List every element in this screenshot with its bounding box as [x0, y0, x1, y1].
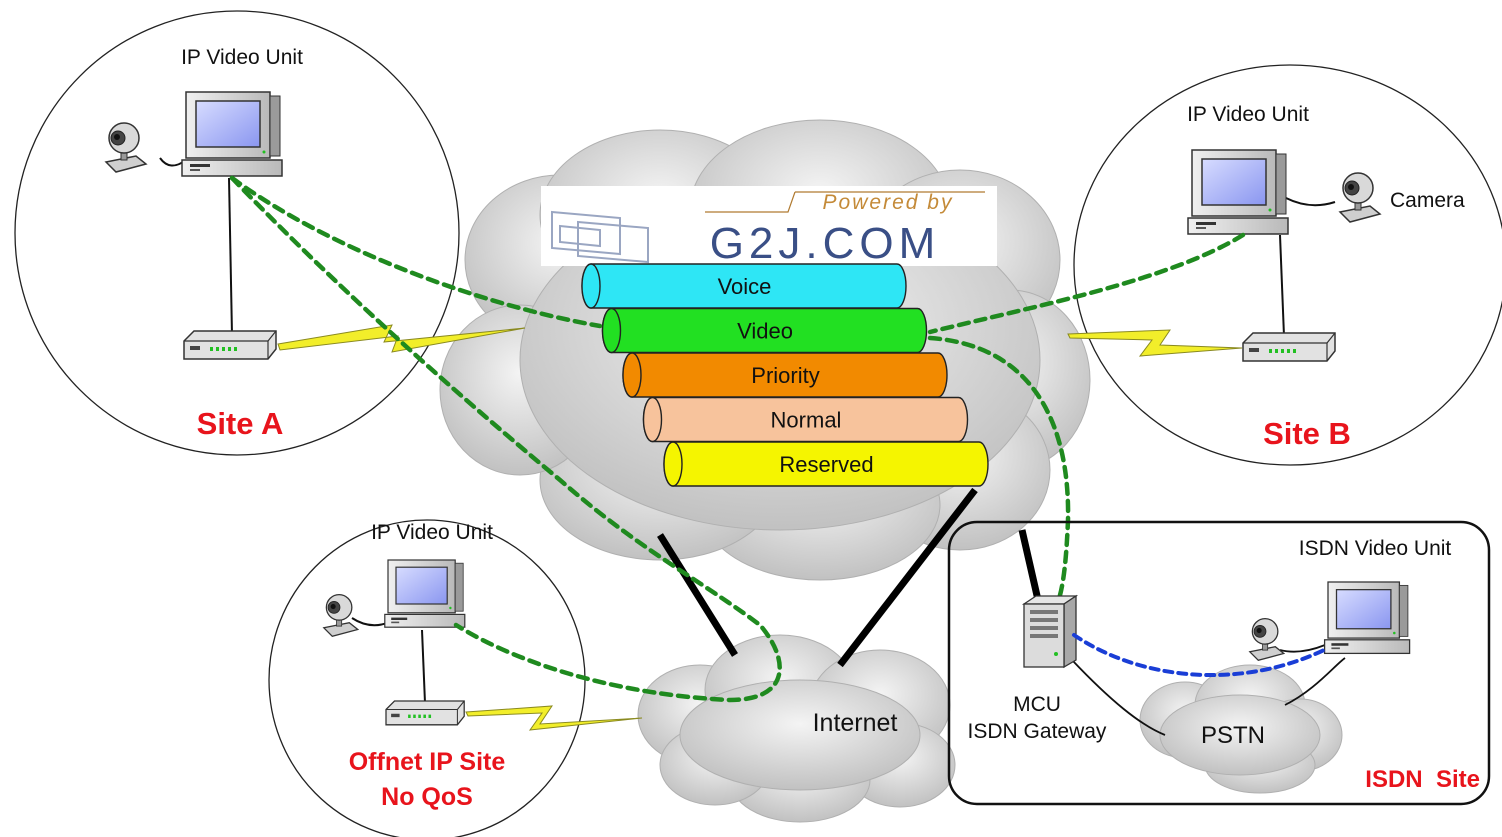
site-a-label: Site A — [197, 406, 284, 441]
cloud-internet-link-right — [837, 487, 978, 668]
qos-pipe-cap — [642, 396, 663, 443]
site-a-webcam-icon — [105, 122, 147, 173]
powered-by-text: Powered by — [823, 191, 954, 214]
isdn-site-boundary — [947, 520, 1491, 806]
cloud-mcu-link — [1018, 529, 1042, 601]
site-a-to-cloud-path — [229, 175, 603, 329]
site-b: IP Video Unit Camera Site B — [1073, 64, 1502, 466]
pstn-label: PSTN — [1201, 722, 1265, 749]
offnet-unit-label: IP Video Unit — [371, 521, 493, 544]
isdn-camera-cable — [1279, 644, 1326, 653]
isdn-computer-icon — [1323, 581, 1411, 655]
offnet-lan-link — [421, 629, 426, 704]
offnet-computer-icon — [384, 559, 466, 628]
site-a-to-offnet-path — [229, 175, 782, 703]
qos-pipe-video: Video — [601, 307, 928, 354]
qos-pipe-label: Priority — [751, 363, 819, 388]
qos-pipe-label: Voice — [718, 274, 772, 299]
isdn-site-label: ISDN Site — [1365, 766, 1480, 793]
site-a-lan-link — [228, 177, 233, 336]
qos-pipe-normal: Normal — [642, 396, 969, 443]
site-b-boundary — [1073, 64, 1502, 466]
site-a: IP Video Unit Site A — [14, 10, 460, 456]
qos-pipe-cap — [601, 307, 622, 354]
offnet-site-label: Offnet IP Site — [349, 748, 506, 776]
site-b-lightning — [1067, 329, 1243, 357]
wireless-links — [277, 324, 1243, 731]
qos-pipe-label: Normal — [771, 408, 842, 433]
isdn-call-path — [1072, 633, 1326, 678]
site-b-computer-icon — [1187, 149, 1289, 235]
qos-pipe-label: Reserved — [779, 452, 873, 477]
qos-pipe-cap — [622, 352, 642, 398]
isdn-site: ISDN Video Unit MCU ISDN Gateway — [947, 520, 1491, 806]
qos-pipe-cap — [663, 441, 683, 487]
site-b-webcam-icon — [1339, 172, 1381, 223]
site-a-modem-icon — [183, 330, 277, 360]
isdn-gateway-label: ISDN Gateway — [968, 720, 1107, 743]
site-b-modem-icon — [1242, 332, 1336, 362]
cloud-internet-link-left — [657, 533, 738, 657]
site-a-computer-icon — [181, 91, 283, 177]
offnet-webcam-icon — [323, 594, 359, 637]
internet-label: Internet — [813, 709, 898, 737]
site-b-camera-cable — [1285, 197, 1336, 207]
offnet-modem-icon — [385, 700, 465, 726]
internet-cloud — [637, 634, 956, 823]
site-a-unit-label: IP Video Unit — [181, 46, 303, 69]
site-a-boundary — [14, 10, 460, 456]
site-a-lightning — [277, 324, 526, 353]
mcu-server-icon — [1021, 594, 1079, 669]
offnet-qos-label: No QoS — [381, 783, 473, 811]
qos-pipe-priority: Priority — [622, 352, 948, 398]
site-b-label: Site B — [1263, 416, 1351, 451]
offnet-lightning — [465, 705, 643, 731]
qos-pipe-reserved: Reserved — [663, 441, 989, 487]
isdn-unit-label: ISDN Video Unit — [1299, 537, 1452, 560]
mcu-label: MCU — [1013, 693, 1061, 716]
site-b-camera-label: Camera — [1390, 189, 1465, 212]
qos-pipe-voice: Voice — [581, 263, 907, 309]
g2j-logo-icon — [551, 210, 649, 264]
pstn-to-isdn-unit-link — [1284, 657, 1346, 706]
qos-pipe-cap — [581, 263, 601, 309]
g2j-brand-text: G2J.COM — [710, 219, 941, 268]
cloud-to-mcu-path — [927, 335, 1071, 605]
backbone-links — [657, 487, 1042, 668]
offnet-site: IP Video Unit Offnet IP Site No QoS — [268, 519, 586, 837]
mcu-to-pstn-link — [1071, 659, 1166, 736]
video-paths — [229, 175, 1246, 703]
qos-pipe-label: Video — [737, 319, 793, 344]
site-b-to-cloud-path — [927, 232, 1246, 335]
site-b-lan-link — [1279, 234, 1285, 337]
g2j-logo: Powered by G2J.COM — [541, 186, 997, 268]
isdn-webcam-icon — [1249, 618, 1285, 661]
site-b-unit-label: IP Video Unit — [1187, 103, 1309, 126]
